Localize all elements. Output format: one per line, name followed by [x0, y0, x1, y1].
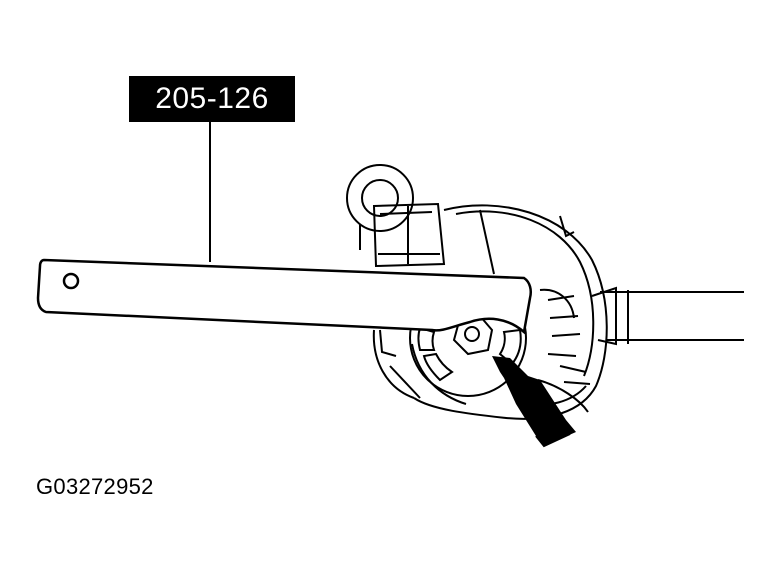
- differential-housing: [346, 164, 608, 420]
- pinion-nut: [452, 314, 494, 356]
- pointer-arrow: [492, 356, 576, 448]
- tool-number-label: 205-126: [129, 76, 295, 122]
- figure-id: G03272952: [36, 474, 154, 499]
- axle-tube: [591, 286, 744, 346]
- holding-tool-bar: [36, 258, 532, 335]
